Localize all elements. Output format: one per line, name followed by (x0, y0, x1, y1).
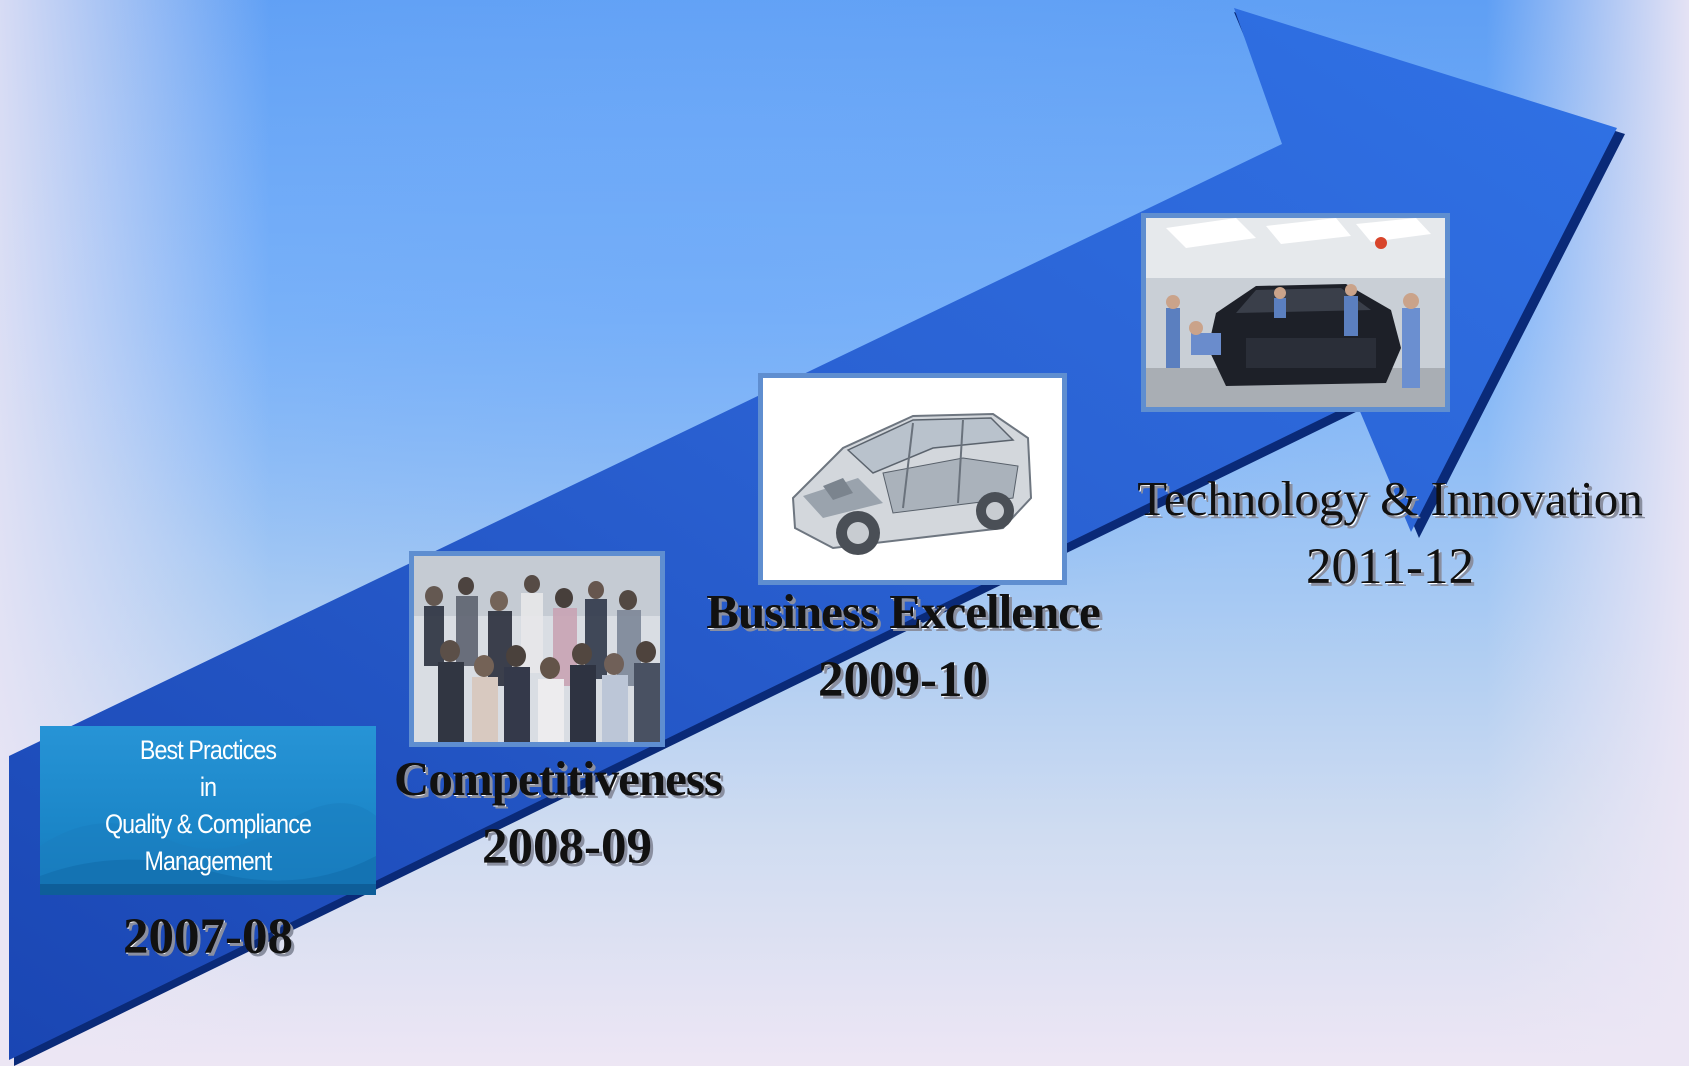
banner-text: Best Practices in Quality & Compliance M… (64, 726, 353, 880)
banner-line: Management (144, 846, 273, 876)
car-assembly-photo (1141, 213, 1450, 412)
crowd-image (414, 556, 660, 742)
car-assembly-image (1146, 218, 1445, 407)
crowd-photo (409, 551, 665, 747)
milestone-title-competitiveness: Competitiveness (394, 751, 723, 806)
banner-texture (40, 803, 376, 895)
car-cutaway-image (763, 378, 1062, 580)
milestone-period-2011-12: 2011-12 (1305, 539, 1475, 595)
banner-line: Quality & Compliance (104, 809, 312, 839)
banner-line: Best Practices (139, 735, 277, 765)
banner-line: in (199, 772, 217, 802)
milestone-period-2007-08: 2007-08 (123, 909, 293, 965)
milestone-period-2008-09: 2008-09 (482, 819, 652, 875)
milestone-title-technology-innovation: Technology & Innovation (1137, 471, 1643, 526)
milestone-period-2009-10: 2009-10 (818, 652, 988, 708)
car-cutaway-photo (758, 373, 1067, 585)
milestone-title-business-excellence: Business Excellence (706, 584, 1100, 639)
best-practices-banner: Best Practices in Quality & Compliance M… (40, 726, 376, 895)
